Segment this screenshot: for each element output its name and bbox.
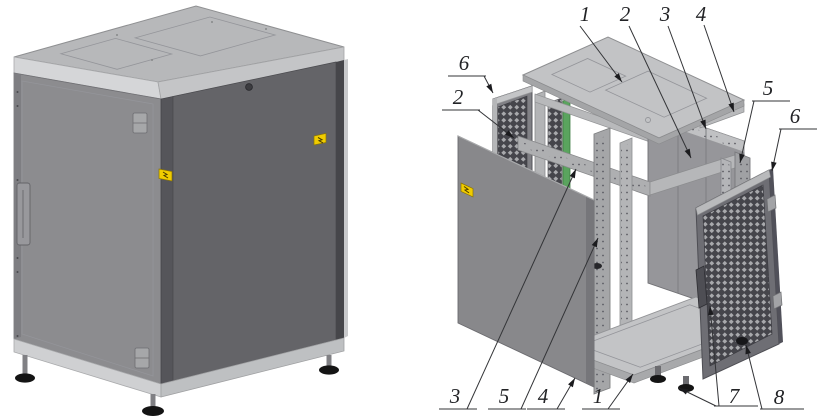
callout-number-7: 7 [729, 384, 741, 408]
callout-arrow-3 [700, 119, 706, 129]
callout-number-8: 8 [774, 385, 785, 409]
callout-leader-5 [739, 100, 755, 164]
callout-number-5: 5 [763, 76, 774, 100]
rear-edge-holes [16, 91, 19, 337]
callout-leader-5 [520, 237, 599, 410]
callout-arrow-7 [679, 388, 689, 395]
callout-number-6: 6 [790, 104, 801, 128]
warning-label-door [313, 132, 327, 146]
callout-arrow-1 [625, 374, 633, 383]
door-hinge-bottom [772, 291, 783, 310]
screw-dot [151, 59, 153, 61]
cable-entry-outline [59, 37, 174, 70]
callout-arrow-3 [569, 169, 576, 179]
front-door [172, 61, 337, 382]
callout-leader-8 [745, 344, 763, 410]
foot-near-rail [592, 263, 602, 269]
door-lock [245, 83, 253, 91]
leveling-feet [15, 355, 339, 416]
callout-arrow-8 [745, 345, 751, 355]
assembled-cabinet-view [13, 5, 348, 416]
front-mesh-door [695, 168, 783, 380]
callout-number-2: 2 [620, 2, 631, 26]
door-handle-exploded [695, 265, 708, 309]
plinth-front [160, 337, 345, 398]
right-edge-light [344, 59, 348, 338]
door-handle [16, 182, 31, 246]
callout-number-2: 2 [453, 85, 464, 109]
callout-number-3: 3 [659, 2, 671, 26]
side-panel-inset [21, 80, 154, 377]
warning-label-side [158, 168, 173, 182]
callout-arrow-4 [728, 102, 734, 112]
callout-arrow-2 [505, 130, 514, 138]
mounting-rail-front-left [582, 127, 611, 395]
callout-leader-3 [466, 168, 577, 410]
door-hinge-top [766, 194, 777, 213]
leveling-feet-exploded [650, 366, 694, 392]
warning-label-side-panel [460, 182, 474, 198]
callout-number-5: 5 [499, 384, 510, 408]
side-panel-exploded [457, 135, 595, 388]
callout-arrow-5 [739, 153, 745, 163]
right-edge-strip [336, 60, 344, 340]
screw-dot [211, 21, 213, 23]
door-lock-exploded [736, 337, 748, 345]
callout-arrow-1 [614, 73, 622, 82]
callout-leader-1 [579, 25, 623, 83]
callout-number-1: 1 [580, 2, 591, 26]
screw-dot [265, 28, 267, 30]
callout-leader-3 [667, 25, 707, 130]
callout-number-6: 6 [459, 51, 470, 75]
callout-number-1: 1 [593, 384, 604, 408]
callout-arrow-6 [486, 83, 493, 93]
callout-arrow-2 [684, 148, 691, 158]
screw-dot [116, 34, 118, 36]
cable-entry-outline [133, 16, 277, 57]
callout-leader-7 [709, 305, 720, 407]
top-cover-exploded [521, 36, 746, 145]
mounting-rail-inner [619, 137, 633, 336]
callout-arrow-7 [708, 306, 714, 316]
callout-arrow-6 [771, 161, 777, 171]
callout-number-4: 4 [696, 2, 707, 26]
callout-leader-2 [628, 25, 692, 159]
door-hinges [132, 112, 150, 369]
door-hinge-strip [160, 96, 174, 385]
callout-arrow-4 [568, 378, 575, 388]
callout-leader-4 [703, 24, 735, 113]
callout-arrow-5 [591, 238, 598, 248]
callout-number-4: 4 [538, 384, 549, 408]
callout-number-3: 3 [449, 384, 461, 408]
